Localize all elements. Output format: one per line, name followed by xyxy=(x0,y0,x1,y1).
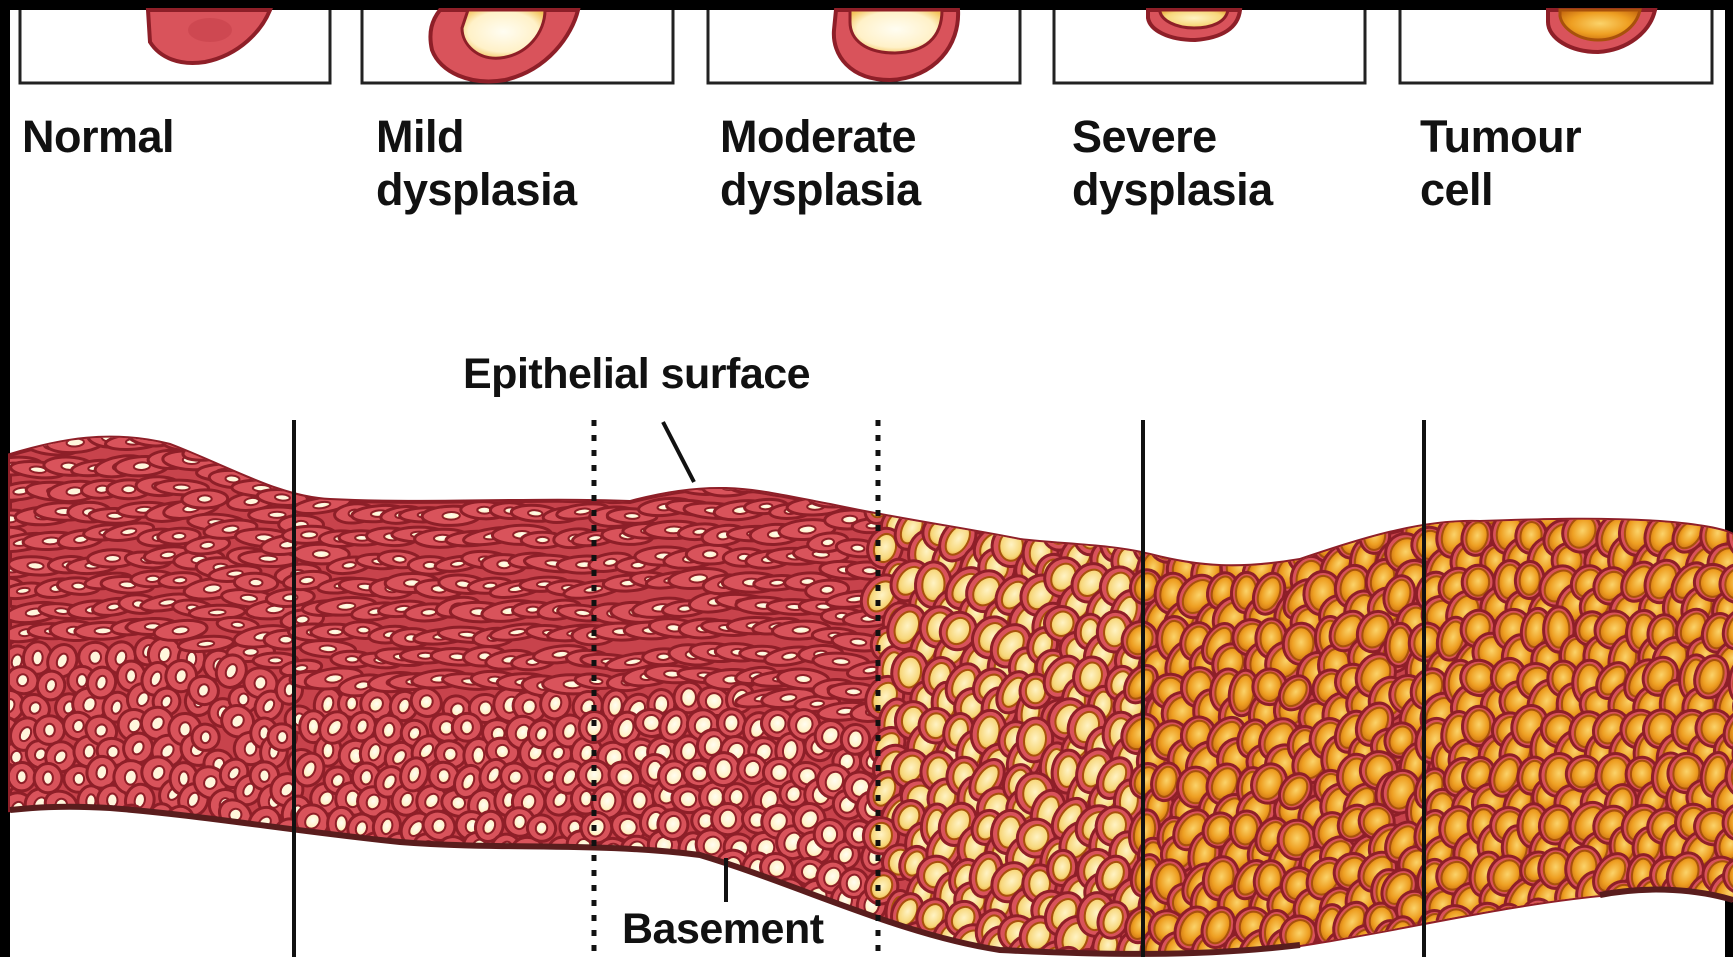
epithelial-cell xyxy=(728,471,777,495)
epithelial-cell xyxy=(1201,516,1246,568)
epithelial-cell xyxy=(90,807,123,841)
epithelial-cell xyxy=(225,443,269,467)
tumour-cell-icon xyxy=(1548,10,1655,52)
epithelial-cell xyxy=(318,480,364,495)
severe-dysplasia-cell-icon xyxy=(1148,10,1240,40)
epithelial-cells xyxy=(0,424,1733,957)
epithelial-cell xyxy=(234,573,278,593)
epithelial-cell xyxy=(414,480,472,503)
epithelial-cell xyxy=(8,762,36,791)
label-normal: Normal xyxy=(22,110,174,163)
epithelial-cell xyxy=(229,824,256,854)
epithelial-cell xyxy=(358,477,419,498)
epithelial-cell xyxy=(711,803,744,835)
normal-cell-icon xyxy=(148,10,270,63)
moderate-dysplasia-cell-icon xyxy=(834,10,958,80)
label-moderate-dysplasia: Moderate dysplasia xyxy=(720,110,921,216)
epithelial-cell xyxy=(31,806,68,845)
label-mild-dysplasia: Mild dysplasia xyxy=(376,110,577,216)
epithelial-cell xyxy=(182,489,228,508)
epithelial-cell xyxy=(34,763,62,793)
epithelial-cell xyxy=(7,807,46,849)
epithelial-cell xyxy=(620,481,677,497)
epithelial-cell xyxy=(524,478,568,495)
epithelial-cell xyxy=(707,752,741,787)
epithelial-cell xyxy=(573,477,632,496)
label-tumour-cell: Tumour cell xyxy=(1420,110,1581,216)
epithelium-tissue xyxy=(0,424,1733,957)
epithelial-cell xyxy=(1036,503,1065,546)
label-basement: Basement xyxy=(622,905,824,954)
mild-dysplasia-cell-icon xyxy=(430,10,578,81)
epithelial-cell xyxy=(832,486,877,506)
epithelial-cell xyxy=(270,461,328,482)
epithelial-cell xyxy=(775,473,831,496)
epithelial-cell xyxy=(182,438,239,464)
epithelial-cell xyxy=(486,483,546,501)
epithelial-cell xyxy=(475,484,523,502)
epithelial-surface-pointer xyxy=(663,422,694,482)
label-epithelial-surface: Epithelial surface xyxy=(463,350,810,399)
epithelial-cell xyxy=(1180,524,1211,565)
epithelial-cell xyxy=(1263,525,1293,562)
label-severe-dysplasia: Severe dysplasia xyxy=(1072,110,1273,216)
epithelial-cell xyxy=(446,480,490,501)
epithelial-cell xyxy=(289,474,341,495)
epithelial-cell xyxy=(250,455,293,481)
epithelial-cell xyxy=(337,480,384,499)
